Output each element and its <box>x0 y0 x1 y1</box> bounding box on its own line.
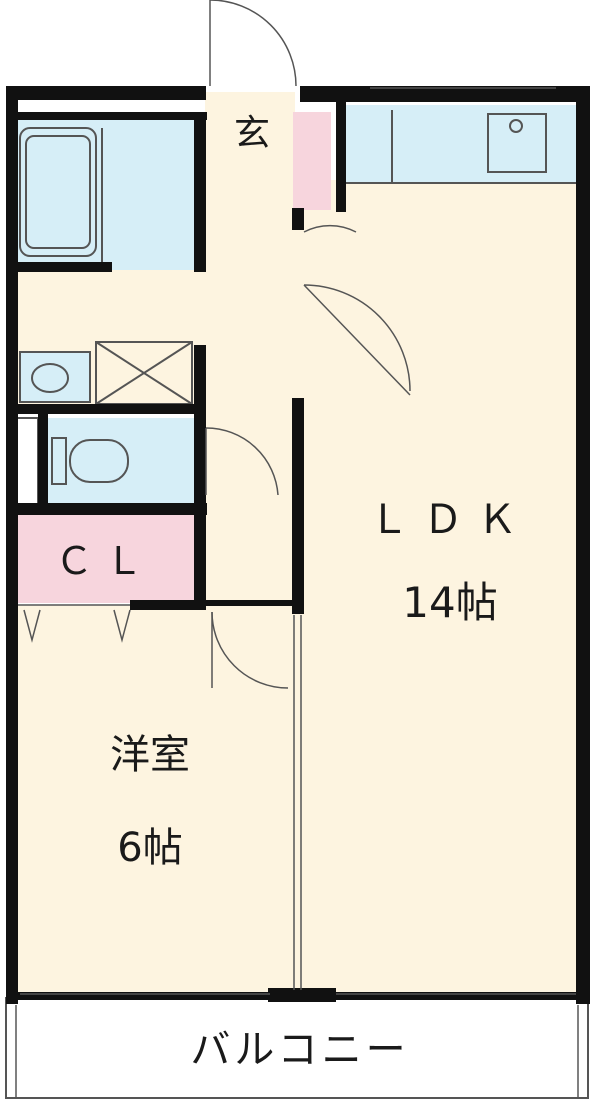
ldk-size-label: 14帖 <box>402 578 498 627</box>
ldk-door-leaf <box>303 284 411 396</box>
toilet-bowl-icon <box>69 439 129 483</box>
sink-icon <box>487 113 547 173</box>
washing-machine-pan-cross-icon <box>95 341 193 405</box>
western-room-size-label: 6帖 <box>117 825 183 871</box>
toilet-tank-icon <box>51 437 67 485</box>
toilet-storage-icon <box>15 417 39 505</box>
balcony-label: バルコニー <box>190 1027 410 1073</box>
wall-balcony-post <box>268 988 336 1002</box>
wall-entrance-right <box>336 92 346 212</box>
entrance-floor <box>205 92 295 192</box>
closet-label: ＣＬ <box>54 539 155 583</box>
closet-area <box>14 515 194 603</box>
wall-bath-top <box>12 112 207 120</box>
ldk-floor <box>298 180 586 995</box>
faucet-icon <box>509 119 523 133</box>
wall-closet-bottom <box>130 600 206 610</box>
wall-bath-bottom <box>12 262 112 272</box>
closet-door-icon <box>113 609 131 643</box>
western-room-floor <box>12 605 298 995</box>
wall-wash-bottom <box>12 404 206 414</box>
entrance-door-swing <box>209 0 297 87</box>
western-door-swing <box>211 611 289 689</box>
washbasin-bowl-icon <box>31 363 69 393</box>
kitchen-counter <box>340 105 586 183</box>
hall-door-swing <box>303 224 357 233</box>
bathtub-icon <box>19 127 97 257</box>
doors <box>18 0 576 995</box>
wall-hall-ldk-lower <box>292 398 304 614</box>
balcony-outline <box>5 997 589 1099</box>
toilet-door-swing <box>205 427 279 496</box>
ldk-door-swing <box>303 284 411 392</box>
wall-wash-right <box>194 345 206 410</box>
wall-toilet-left <box>38 414 48 510</box>
hallway-floor <box>200 185 298 605</box>
wall-western-top <box>200 600 300 606</box>
entrance-label: 玄 <box>233 113 270 154</box>
wall-hall-ldk <box>292 208 304 230</box>
wall-right <box>576 86 590 1004</box>
shoe-cabinet <box>293 112 331 210</box>
fixtures <box>15 110 586 505</box>
balcony <box>5 997 589 1099</box>
wall-closet-right <box>194 510 206 610</box>
walls <box>6 86 590 1004</box>
wall-toilet-right <box>194 414 206 506</box>
wall-top-right <box>300 86 588 102</box>
bathtub-inner-icon <box>25 135 91 249</box>
washbasin-icon <box>19 351 91 403</box>
wall-bath-right <box>194 112 206 272</box>
wall-toilet-bottom <box>12 503 207 515</box>
wall-top-left <box>6 86 206 100</box>
closet-door-icon <box>23 609 41 643</box>
wall-left <box>6 86 18 1004</box>
western-room-label: 洋室 <box>110 732 190 778</box>
floor-areas <box>12 92 586 995</box>
ldk-label: ＬＤＫ <box>369 497 531 543</box>
